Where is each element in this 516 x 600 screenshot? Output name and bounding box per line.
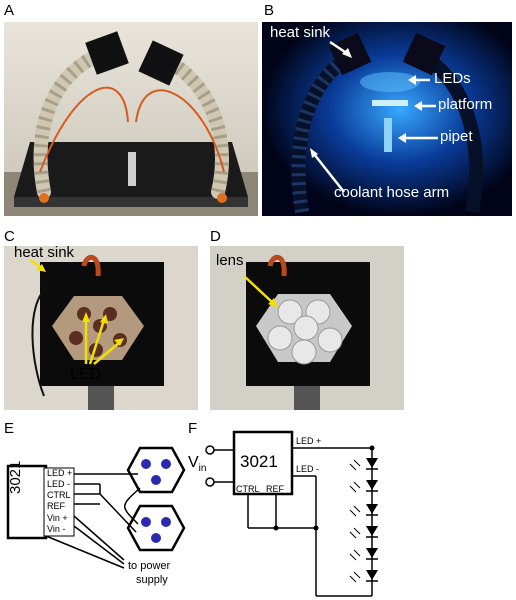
pin-e-led-plus: LED + xyxy=(47,468,73,478)
label-e-supply-1: to power xyxy=(128,560,171,572)
label-b-coolant-hose-arm: coolant hose arm xyxy=(334,184,450,201)
chip-e-label: 3021 xyxy=(7,460,24,494)
panel-letter-a: A xyxy=(4,2,15,19)
led-diode-1 xyxy=(366,458,378,470)
diagram-e-wiring xyxy=(6,446,186,569)
label-b-pipet: pipet xyxy=(440,128,473,145)
label-d-lens: lens xyxy=(216,252,244,269)
chip-f-label: 3021 xyxy=(240,452,278,471)
photo-c-led-heat-sink xyxy=(4,246,198,410)
panel-letter-d: D xyxy=(210,228,221,245)
led-diode-5 xyxy=(366,548,378,560)
label-c-led: LED xyxy=(70,366,102,383)
label-b-platform: platform xyxy=(438,96,493,113)
label-c-heat-sink: heat sink xyxy=(14,244,75,261)
diagram-f-circuit xyxy=(205,430,378,597)
led-diode-4 xyxy=(366,526,378,538)
pin-f-led-plus: LED + xyxy=(296,436,322,446)
panel-letter-c: C xyxy=(4,228,15,245)
led-diode-2 xyxy=(366,480,378,492)
label-b-leds: LEDs xyxy=(434,70,471,87)
vin-f-label: Vin xyxy=(188,454,206,474)
panel-letter-e: E xyxy=(4,420,15,437)
vin-main: V xyxy=(188,454,199,471)
pin-f-ctrl: CTRL xyxy=(236,484,260,494)
label-e-supply-2: supply xyxy=(136,574,168,586)
label-b-heat-sink: heat sink xyxy=(270,24,331,41)
pin-e-ctrl: CTRL xyxy=(47,490,71,500)
led-diode-3 xyxy=(366,504,378,516)
photo-a-led-rig xyxy=(4,22,258,216)
pin-e-ref: REF xyxy=(47,501,65,511)
pin-f-led-minus: LED - xyxy=(296,464,320,474)
led-diode-6 xyxy=(366,570,378,582)
pin-f-ref: REF xyxy=(266,484,284,494)
photo-b-blue-illumination xyxy=(262,22,512,216)
panel-letter-b: B xyxy=(264,2,275,19)
photo-d-lens xyxy=(210,246,404,410)
panel-letter-f: F xyxy=(188,420,198,437)
pin-e-vin-minus: Vin - xyxy=(47,524,66,534)
pin-e-vin-plus: Vin + xyxy=(47,513,68,523)
pin-e-led-minus: LED - xyxy=(47,479,71,489)
vin-sub: in xyxy=(198,463,207,475)
